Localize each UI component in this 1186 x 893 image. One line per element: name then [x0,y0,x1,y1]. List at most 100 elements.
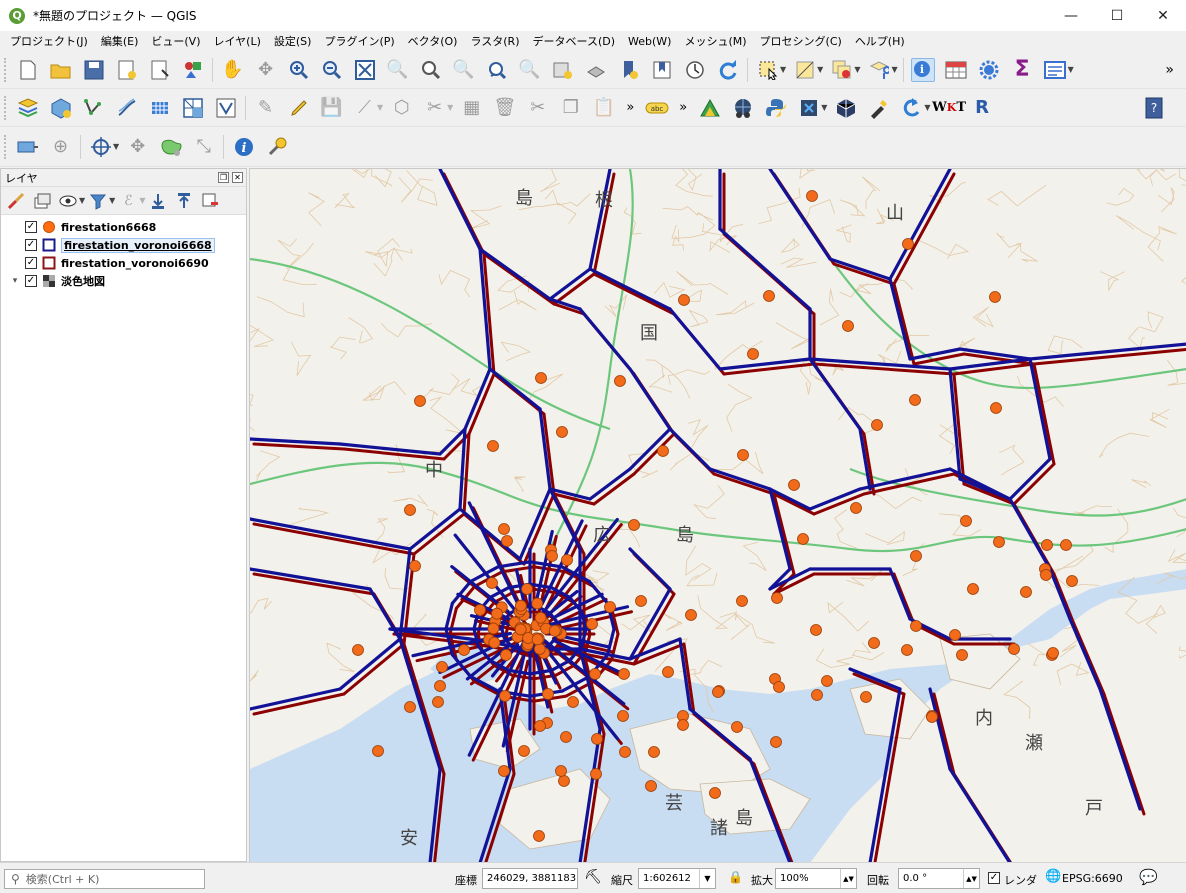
select-by-value-icon[interactable] [793,58,817,82]
menu-plugins[interactable]: プラグイン(P) [324,35,395,48]
layer-visibility-checkbox[interactable]: ✓ [25,275,37,287]
coordinate-field[interactable]: 246029, 3881183 [482,868,578,889]
layer-visibility-checkbox[interactable]: ✓ [25,221,37,233]
style-manager-icon[interactable] [181,58,205,82]
lock-icon[interactable]: 🔒 [728,870,743,884]
digitize-dropdown-icon[interactable]: ▼ [377,103,384,112]
panel-float-icon[interactable]: ❐ [218,172,229,183]
plugin-pen-icon[interactable] [867,96,891,120]
menu-settings[interactable]: 設定(S) [273,35,312,48]
paste-features-icon[interactable]: 📋 [592,96,616,118]
magnifier-stepper-icon[interactable]: ▲▼ [840,869,856,888]
toolbar-grip[interactable] [4,57,8,82]
cut-features-icon[interactable]: ✂ [530,96,546,118]
move-label-icon[interactable]: ⊕ [52,135,69,157]
toggle-editing-icon[interactable] [287,96,311,120]
menu-vector[interactable]: ベクタ(O) [407,35,458,48]
menu-web[interactable]: Web(W) [628,34,672,48]
measure-tool-icon[interactable]: ⤡ [196,135,211,157]
copy-features-icon[interactable]: ❐ [562,96,579,118]
zoom-to-layer-icon[interactable] [419,58,443,82]
layout-manager-icon[interactable] [148,58,172,82]
save-project-icon[interactable] [82,58,106,82]
maximize-icon[interactable]: ☐ [1110,7,1124,24]
style-brush-icon[interactable] [5,190,27,212]
open-attribute-table-icon[interactable] [944,58,968,82]
coordinate-toggle-icon[interactable]: ⛏ [584,869,602,885]
zoom-last-icon[interactable] [485,58,509,82]
filter-expression-icon[interactable]: ℰ [124,192,133,209]
plugin-dropdown-icon[interactable]: ▼ [821,103,828,112]
locator-search-input[interactable]: ⚲ 検索(Ctrl + K) [4,869,205,889]
add-mesh-layer-icon[interactable] [181,96,205,120]
vertex-dropdown-icon[interactable]: ▼ [447,103,454,112]
menu-layer[interactable]: レイヤ(L) [213,35,261,48]
select-location-icon[interactable] [867,58,891,82]
plugin-r-icon[interactable]: R [975,96,989,118]
add-group-icon[interactable] [31,190,53,212]
coordinate-capture-icon[interactable]: ✥ [130,135,146,157]
close-icon[interactable]: ✕ [1157,7,1169,24]
select-location-dropdown-icon[interactable]: ▼ [891,65,898,74]
modify-attributes-icon[interactable]: ▦ [463,96,481,118]
rotation-stepper-icon[interactable]: ▲▼ [963,869,979,888]
delete-selected-icon[interactable]: 🗑 [493,96,517,118]
statistical-summary-icon[interactable]: Σ [1014,56,1030,82]
zoom-next-icon[interactable]: 🔍 [518,58,541,80]
temporal-controller-icon[interactable] [683,58,707,82]
about-info-icon[interactable]: i [232,135,256,159]
settings-wrench-icon[interactable] [265,135,289,159]
expand-all-icon[interactable] [147,190,169,212]
python-console-icon[interactable] [764,96,788,120]
menu-processing[interactable]: プロセシング(C) [759,35,842,48]
georeferencer-icon[interactable] [89,135,113,159]
layer-row-voronoi6690[interactable]: ✓ firestation_voronoi6690 [1,254,246,272]
toolbar-overflow-icon[interactable]: » [1165,61,1174,78]
remove-layer-icon[interactable] [199,190,221,212]
pan-to-selection-icon[interactable]: ✥ [257,58,274,80]
zoom-native-icon[interactable]: 🔍 [452,58,475,80]
add-raster-layer-icon[interactable] [148,96,172,120]
pin-labels-icon[interactable] [16,135,40,159]
label-tool-icon[interactable]: abc [645,96,669,120]
add-virtual-layer-icon[interactable] [214,96,238,120]
georef-dropdown-icon[interactable]: ▼ [113,142,120,151]
map-canvas[interactable]: 島根山広島中国安芸諸島内瀬戸 [249,168,1186,862]
show-map-tips-icon[interactable] [1043,58,1067,82]
render-checkbox[interactable]: ✓ [988,872,1000,884]
new-project-icon[interactable] [16,58,40,82]
panel-close-icon[interactable]: ✕ [232,172,243,183]
add-vector-layer-icon[interactable] [82,96,106,120]
add-feature-icon[interactable]: ⬡ [393,96,410,118]
zoom-full-icon[interactable] [353,58,377,82]
toolbox-icon[interactable] [977,58,1001,82]
rotation-spinbox[interactable]: 0.0 °▲▼ [898,868,980,889]
layer-row-basemap[interactable]: ▾ ✓ 淡色地図 [1,272,246,290]
menu-project[interactable]: プロジェクト(J) [10,35,88,48]
select-features-icon[interactable] [756,58,780,82]
show-bookmarks-icon[interactable] [650,58,674,82]
plugin-globe-icon[interactable] [731,96,755,120]
toolbar-grip[interactable] [4,95,8,120]
menu-edit[interactable]: 編集(E) [100,35,139,48]
open-project-icon[interactable] [49,58,73,82]
filter-dropdown-icon[interactable]: ▼ [109,196,116,205]
new-bookmark-icon[interactable] [617,58,641,82]
menu-help[interactable]: ヘルプ(H) [854,35,905,48]
toolbar-grip[interactable] [4,134,8,159]
plugin-terrain-icon[interactable] [698,96,722,120]
menu-database[interactable]: データベース(D) [532,35,616,48]
new-geopackage-icon[interactable] [49,96,73,120]
menu-view[interactable]: ビュー(V) [151,35,201,48]
select-dropdown-icon[interactable]: ▼ [780,65,787,74]
zoom-in-icon[interactable] [287,58,311,82]
manage-visibility-icon[interactable] [57,190,79,212]
layer-visibility-checkbox[interactable]: ✓ [25,257,37,269]
select-value-dropdown-icon[interactable]: ▼ [817,65,824,74]
collapse-all-icon[interactable] [173,190,195,212]
deselect-all-icon[interactable] [830,58,854,82]
layer-row-firestation6668[interactable]: ✓ firestation6668 [1,218,246,236]
refresh-icon[interactable] [716,58,740,82]
plugin-bracket-icon[interactable] [797,96,821,120]
